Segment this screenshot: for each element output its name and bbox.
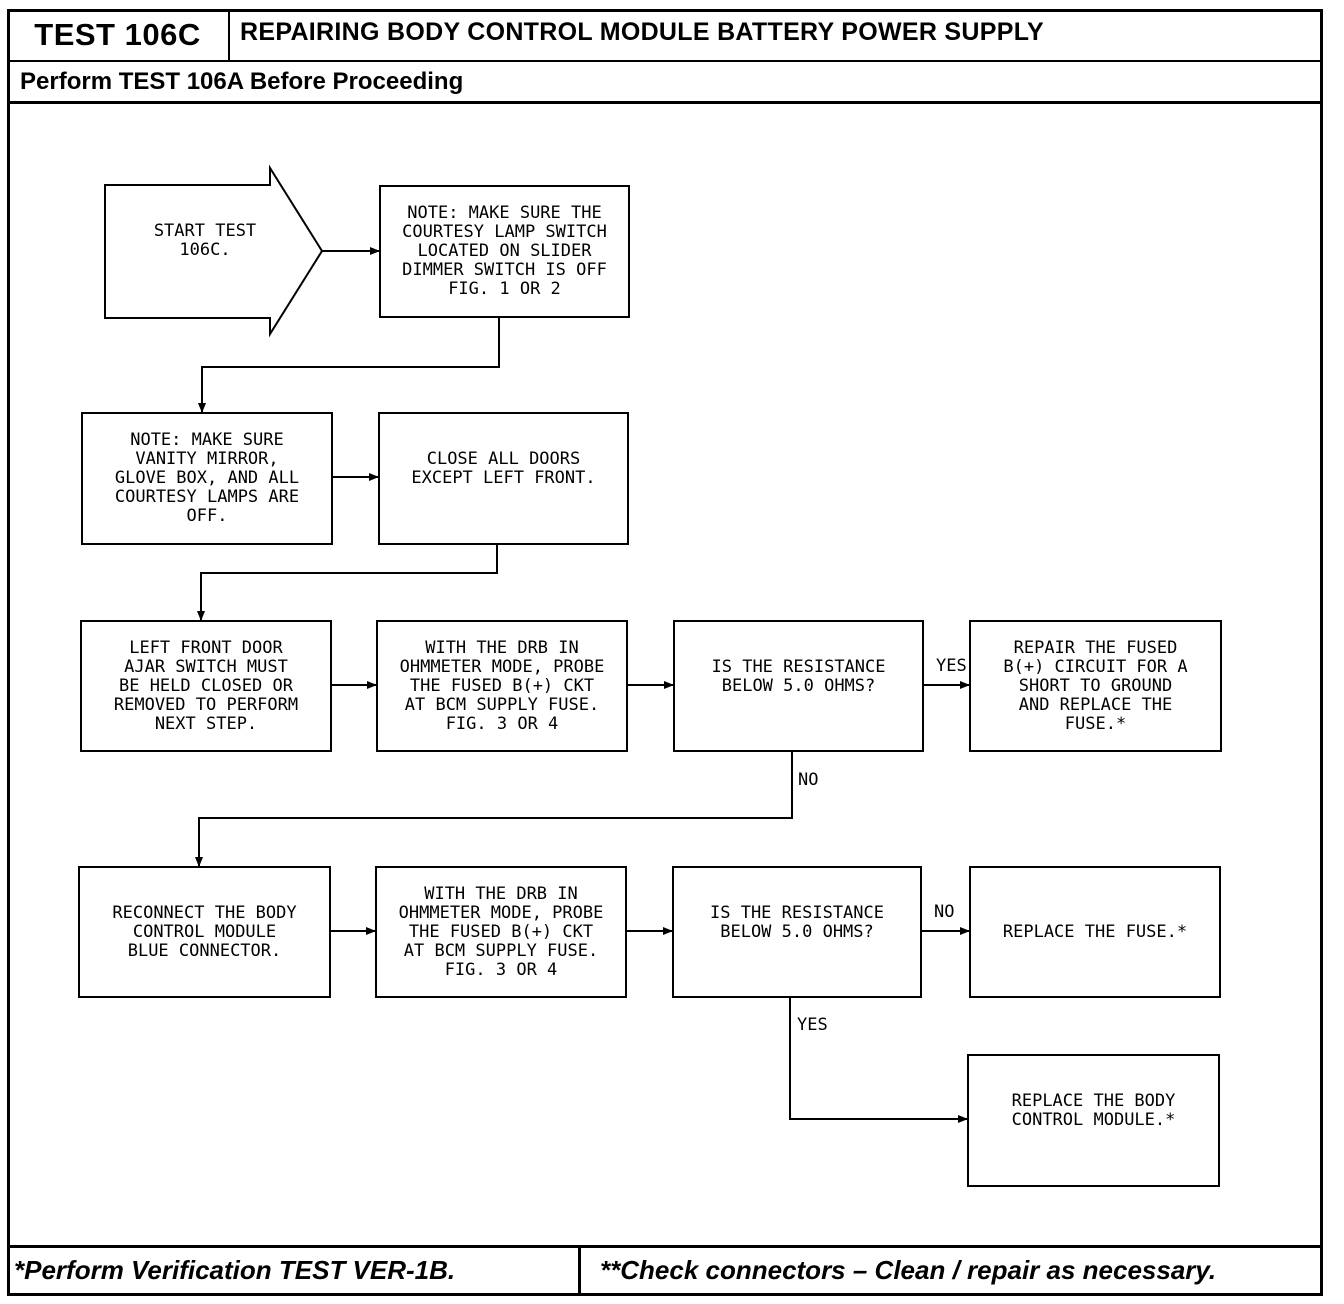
close-doors-box: CLOSE ALL DOORS EXCEPT LEFT FRONT. [378, 412, 629, 545]
footer-divider [578, 1245, 581, 1296]
decision-2-box: IS THE RESISTANCE BELOW 5.0 OHMS? [672, 866, 922, 998]
connector-decision2-yes [789, 997, 968, 1123]
decision-1-box: IS THE RESISTANCE BELOW 5.0 OHMS? [673, 620, 924, 752]
start-label: START TEST 106C. [153, 221, 257, 260]
connector-decision1-no [195, 751, 793, 867]
decision-1-yes-label: YES [936, 656, 967, 676]
probe-step-2-box: WITH THE DRB IN OHMMETER MODE, PROBE THE… [375, 866, 627, 998]
reconnect-bcm-box: RECONNECT THE BODY CONTROL MODULE BLUE C… [78, 866, 331, 998]
decision-2-no-label: NO [934, 902, 955, 922]
test-title: REPAIRING BODY CONTROL MODULE BATTERY PO… [240, 18, 1044, 46]
ajar-switch-box: LEFT FRONT DOOR AJAR SWITCH MUST BE HELD… [80, 620, 332, 752]
footer-rule [7, 1245, 1323, 1248]
header-divider [7, 60, 1323, 62]
decision-1-no-label: NO [798, 770, 819, 790]
replace-fuse-box: REPLACE THE FUSE.* [969, 866, 1221, 998]
start-arrow-shape [104, 164, 324, 338]
test-sheet-frame [7, 9, 1323, 1296]
verification-note: *Perform Verification TEST VER-1B. [14, 1255, 456, 1285]
decision-2-yes-label: YES [797, 1015, 828, 1035]
note-vanity-lamps-box: NOTE: MAKE SURE VANITY MIRROR, GLOVE BOX… [81, 412, 333, 545]
connector-note-to-vanity [198, 318, 500, 413]
note-courtesy-switch-box: NOTE: MAKE SURE THE COURTESY LAMP SWITCH… [379, 185, 630, 318]
replace-bcm-box: REPLACE THE BODY CONTROL MODULE.* [967, 1054, 1220, 1187]
probe-step-1-box: WITH THE DRB IN OHMMETER MODE, PROBE THE… [376, 620, 628, 752]
connector-doors-to-ajar [197, 544, 498, 621]
header-bottom-rule [7, 101, 1323, 104]
connectors-note: **Check connectors – Clean / repair as n… [600, 1255, 1217, 1285]
repair-circuit-box: REPAIR THE FUSED B(+) CIRCUIT FOR A SHOR… [969, 620, 1222, 752]
prerequisite-note: Perform TEST 106A Before Proceeding [20, 68, 464, 95]
